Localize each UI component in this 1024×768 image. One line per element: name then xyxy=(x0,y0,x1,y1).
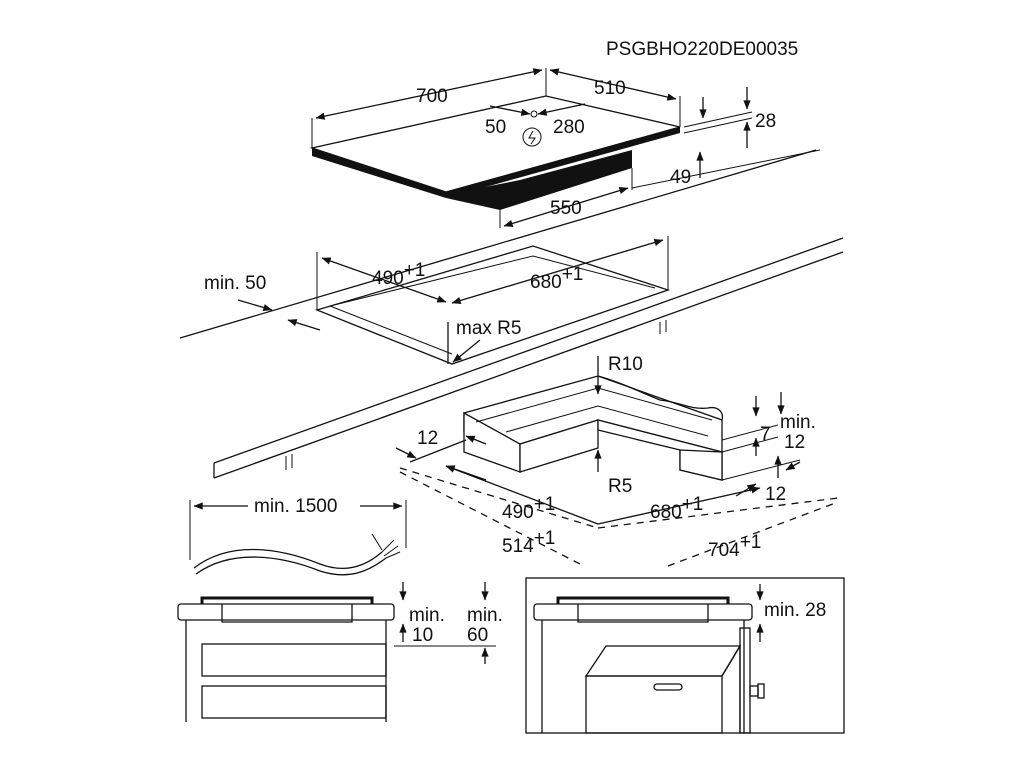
cutout-dimensions xyxy=(237,236,669,364)
frame-detail-drawing xyxy=(395,356,839,567)
gap-caption-1: min. xyxy=(409,605,445,626)
corner-radius-label: max R5 xyxy=(456,318,521,339)
power-offset-left-label: 50 xyxy=(485,117,506,138)
side-margin-right-label: 12 xyxy=(765,484,786,505)
gap-value-1: 10 xyxy=(412,625,433,646)
gap-value-2: 60 xyxy=(467,625,488,646)
hob-depth-label: 510 xyxy=(594,78,626,99)
frame-outer-width-value: 704 xyxy=(708,540,740,561)
frame-outer-width-tolerance: +1 xyxy=(740,532,762,553)
ledge-height-label: 7 xyxy=(760,424,771,445)
frame-inner-width-tolerance: +1 xyxy=(682,494,704,515)
frame-inner-depth-label: 490+1 xyxy=(502,494,555,523)
underside-height-label: 49 xyxy=(670,167,691,188)
frame-inner-width-label: 680+1 xyxy=(650,494,703,523)
hob-dimensions xyxy=(311,68,821,228)
cabinet-left-drawing xyxy=(177,582,496,722)
hob-thickness-label: 28 xyxy=(755,111,776,132)
diagram-code: PSGBHO220DE00035 xyxy=(606,39,798,60)
frame-inner-width-value: 680 xyxy=(650,502,682,523)
min-height-value: 12 xyxy=(784,432,805,453)
power-connection-icon xyxy=(522,127,542,147)
frame-outer-depth-label: 514+1 xyxy=(502,528,555,557)
power-cable-drawing xyxy=(189,500,407,576)
hob-width-label: 700 xyxy=(416,86,448,107)
gap-caption-2: min. xyxy=(467,605,503,626)
frame-inner-depth-tolerance: +1 xyxy=(534,494,556,515)
edge-distance-label: min. 50 xyxy=(204,273,266,294)
cutout-depth-value: 490 xyxy=(372,268,404,289)
cutout-depth-tolerance: +1 xyxy=(404,260,426,281)
cutout-width-value: 680 xyxy=(530,272,562,293)
right-clearance-label: min. 28 xyxy=(764,600,826,621)
outer-radius-label: R10 xyxy=(608,354,643,375)
hob-drawing xyxy=(309,95,681,210)
cutout-width-tolerance: +1 xyxy=(562,264,584,285)
frame-inner-depth-value: 490 xyxy=(502,502,534,523)
cabinet-right-drawing xyxy=(525,577,845,734)
cable-length-label: min. 1500 xyxy=(254,496,337,517)
cutout-depth-label: 490+1 xyxy=(372,260,425,289)
inner-radius-label: R5 xyxy=(608,476,632,497)
underside-depth-label: 550 xyxy=(550,198,582,219)
frame-outer-width-label: 704+1 xyxy=(708,532,761,561)
cutout-width-label: 680+1 xyxy=(530,264,583,293)
power-offset-right-label: 280 xyxy=(553,117,585,138)
frame-outer-depth-tolerance: +1 xyxy=(534,528,556,549)
frame-outer-depth-value: 514 xyxy=(502,536,534,557)
min-height-caption: min. xyxy=(780,412,816,433)
side-margin-left-label: 12 xyxy=(417,428,438,449)
